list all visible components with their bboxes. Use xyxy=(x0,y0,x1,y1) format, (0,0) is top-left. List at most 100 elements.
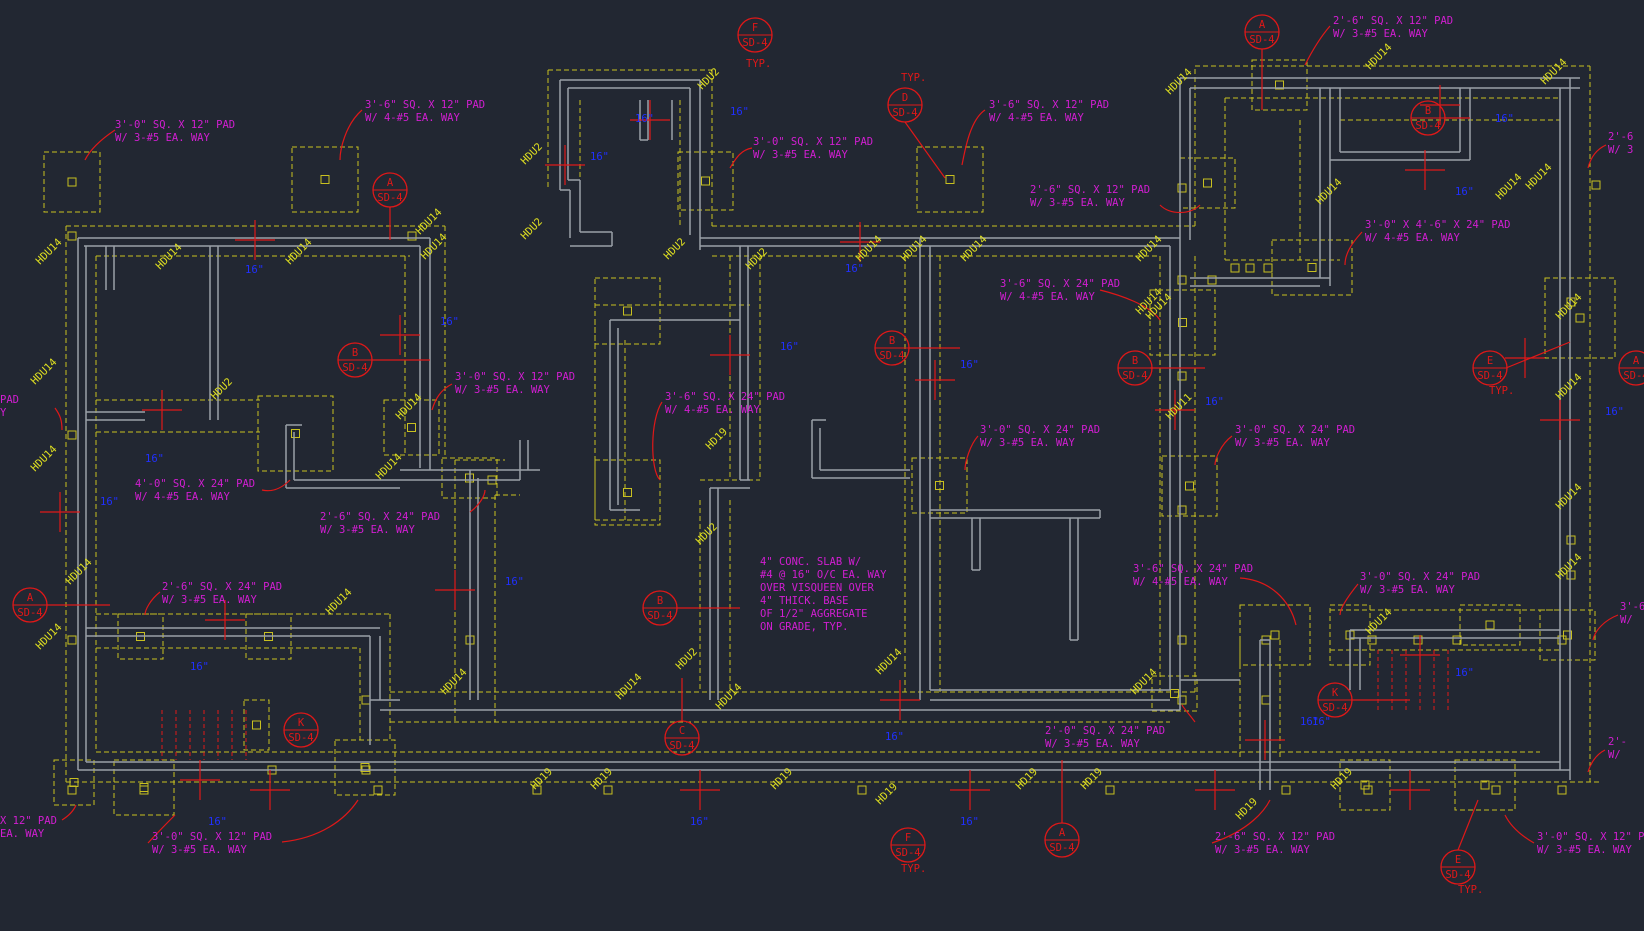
pad-footing xyxy=(1339,759,1391,811)
pad-footing xyxy=(911,457,968,514)
section-marker-letter: A xyxy=(387,177,394,189)
pad-footing xyxy=(594,277,661,345)
pad-note-reinforcing: W/ 3-#5 EA. WAY xyxy=(455,384,551,396)
note-leader xyxy=(1504,814,1535,844)
dimension-label: 16" xyxy=(960,359,979,371)
pad-note-size: 2'-6" SQ. X 12" PAD xyxy=(1030,184,1150,196)
dimension-label: 16" xyxy=(960,816,979,828)
pad-note-reinforcing: W/ 3-#5 EA. WAY xyxy=(320,524,416,536)
holdown-label-hdu14: HDU14 xyxy=(874,646,905,677)
section-cut-layer xyxy=(12,14,1644,885)
pad-note-size: 2'-0" SQ. X 24" PAD xyxy=(1045,725,1165,737)
section-marker-letter: B xyxy=(889,335,895,347)
pad-note-reinforcing: W/ 3-#5 EA. WAY xyxy=(1360,584,1456,596)
section-marker-ref: SD-4 xyxy=(288,732,313,744)
slab-note-line-5: OF 1/2" AGGREGATE xyxy=(760,608,867,620)
pad-post xyxy=(1360,780,1370,790)
holdown-label-hdu14: HDU14 xyxy=(1494,171,1525,202)
dimension-label: 16" xyxy=(245,264,264,276)
pad-footing xyxy=(594,459,661,526)
pad-post xyxy=(945,175,955,184)
holdown-label-hdu14: HDU14 xyxy=(64,556,95,587)
pad-footing xyxy=(1539,609,1596,661)
section-marker-letter: D xyxy=(902,92,908,104)
holdown-post xyxy=(1413,635,1423,645)
holdown-label-hdu2: HDU2 xyxy=(209,376,235,402)
holdown-post xyxy=(1261,695,1271,705)
section-marker-ref: SD-4 xyxy=(647,610,672,622)
pad-post xyxy=(1307,263,1317,272)
pad-note-size: 3'-6 xyxy=(1620,601,1644,613)
pad-footing xyxy=(43,151,101,213)
slab-note-line-6: ON GRADE, TYP. xyxy=(760,621,849,633)
pad-note-size: 3'-6" SQ. X 24" PAD xyxy=(1133,563,1253,575)
pad-note-size: 4'-0" SQ. X 24" PAD xyxy=(135,478,255,490)
pad-note-size: 3'-6" SQ. X 12" PAD xyxy=(989,99,1109,111)
dimension-label: 16" xyxy=(1495,113,1514,125)
holdown-post xyxy=(1557,785,1567,795)
holdown-label-hdu2: HDU2 xyxy=(519,216,545,242)
pad-note-size: 3'-0" SQ. X 24" PAD xyxy=(1235,424,1355,436)
pad-note-reinforcing: W/ 3-#5 EA. WAY xyxy=(1235,437,1331,449)
typ-label: TYP. xyxy=(1458,884,1483,896)
pad-post xyxy=(1480,780,1490,790)
section-marker-ref: SD-4 xyxy=(742,37,767,49)
section-marker-letter: B xyxy=(657,595,663,607)
holdown-label-hdu14: HDU14 xyxy=(1364,606,1395,637)
pad-footing xyxy=(1149,289,1216,356)
pad-footing xyxy=(243,699,270,751)
pad-post xyxy=(407,423,416,432)
note-leader xyxy=(1344,231,1363,266)
holdown-post xyxy=(1230,263,1240,273)
section-marker-ref: SD-4 xyxy=(1322,702,1347,714)
holdown-post xyxy=(857,785,867,795)
pad-note-size: 2'- xyxy=(1608,736,1627,748)
holdown-label-hdu14: HDU14 xyxy=(284,236,315,267)
holdown-post xyxy=(1281,785,1291,795)
holdown-label-hdu14: HDU14 xyxy=(1364,41,1395,72)
pad-note-size: 3'-0" SQ. X 12" PAD xyxy=(115,119,235,131)
dimension-label: 16" xyxy=(100,496,119,508)
holdown-label-hd19: HD19 xyxy=(874,781,900,807)
annotation-layer: 4" CONC. SLAB W/ #4 @ 16" O/C EA. WAY OV… xyxy=(0,15,1644,896)
note-leader xyxy=(261,479,291,492)
pad-footing xyxy=(1179,157,1236,209)
pad-note-reinforcing: W/ 3 xyxy=(1608,144,1633,156)
section-marker-ref: SD-4 xyxy=(342,362,367,374)
section-marker-letter: A xyxy=(1633,355,1640,367)
pad-note-size: 3'-0" X 4'-6" X 24" PAD xyxy=(1365,219,1510,231)
pad-post xyxy=(1563,630,1572,640)
pad-post xyxy=(1203,178,1212,188)
pad-note-reinforcing: W/ 4-#5 EA. WAY xyxy=(365,112,461,124)
holdown-label-hdu2: HDU2 xyxy=(662,236,688,262)
section-marker-ref: SD-4 xyxy=(669,740,694,752)
holdown-post xyxy=(1177,505,1187,515)
pad-footing xyxy=(1251,59,1308,111)
pad-post xyxy=(291,429,300,438)
dimension-label: 16" xyxy=(1205,396,1224,408)
holdown-post xyxy=(1245,263,1255,273)
section-marker-letter: A xyxy=(27,592,34,604)
holdown-post xyxy=(1367,635,1377,645)
dimension-label: 16" xyxy=(730,106,749,118)
holdown-post xyxy=(67,785,77,795)
note-leader xyxy=(652,401,663,481)
holdown-post xyxy=(361,695,371,705)
pad-note-size: PAD xyxy=(0,394,19,406)
holdown-label-hdu14: HDU14 xyxy=(324,586,355,617)
holdown-label-hdu14: HDU14 xyxy=(1554,481,1585,512)
pad-note-size: 3'-0" SQ. X 12" PAD xyxy=(455,371,575,383)
holdown-label-hdu2: HDU2 xyxy=(694,521,720,547)
marker-leader xyxy=(1457,799,1479,851)
pad-note-reinforcing: W/ 3-#5 EA. WAY xyxy=(980,437,1076,449)
section-marker-letter: A xyxy=(1259,19,1266,31)
note-leader xyxy=(1159,204,1201,214)
pad-post xyxy=(1170,689,1179,698)
pad-note-reinforcing: W/ 3-#5 EA. WAY xyxy=(1045,738,1141,750)
note-leader xyxy=(61,804,77,821)
section-marker-letter: B xyxy=(352,347,358,359)
pad-footing xyxy=(291,146,359,213)
note-leader xyxy=(964,435,979,471)
pad-footing xyxy=(1239,604,1311,666)
pad-note-reinforcing: EA. WAY xyxy=(0,828,45,840)
